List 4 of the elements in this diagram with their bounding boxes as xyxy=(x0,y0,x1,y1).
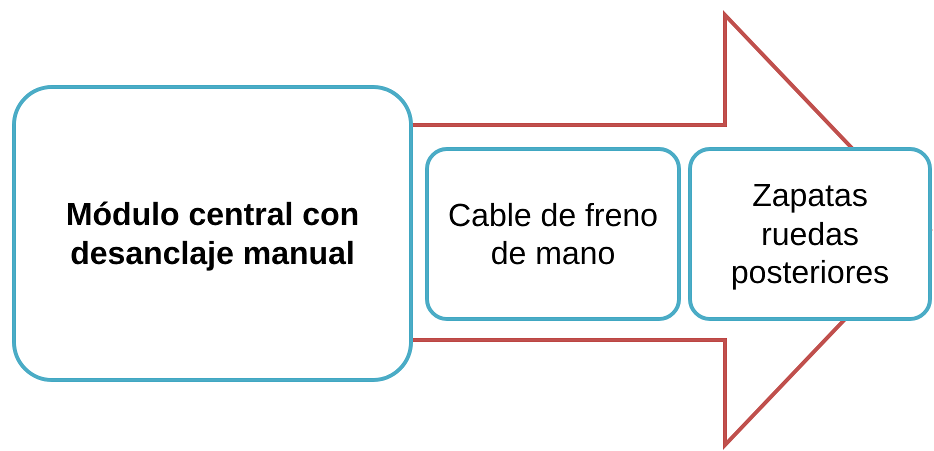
box-label: Módulo central con desanclaje manual xyxy=(64,195,360,272)
process-box xyxy=(12,85,413,382)
box-label: Cable de freno de mano xyxy=(447,196,659,272)
box-label: Zapatas ruedas posteriores xyxy=(730,176,890,292)
